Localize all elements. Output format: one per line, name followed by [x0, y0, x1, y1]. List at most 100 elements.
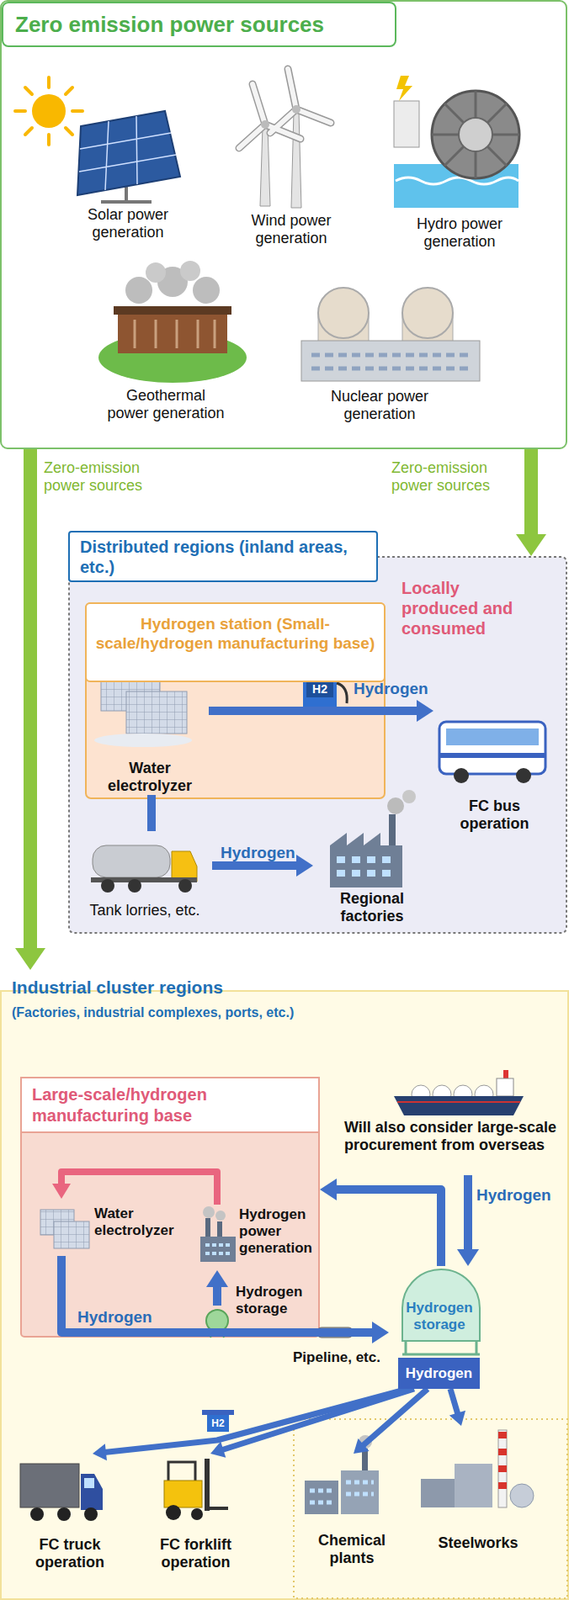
connector-line — [23, 449, 38, 951]
base-box: Large-scale/hydrogen manufacturing baseW… — [20, 1077, 320, 1339]
icon-text: H2 — [205, 1416, 231, 1432]
wind-turbine-icon-part — [291, 111, 302, 208]
connector-line — [524, 449, 538, 537]
node-text: (Factories, industrial complexes, ports,… — [11, 1004, 416, 1023]
arrow-head — [372, 1322, 389, 1345]
connector-line — [362, 1389, 428, 1447]
geothermal-plant-icon-part — [192, 276, 220, 304]
region-box: Distributed regions (inland areas, etc.)… — [68, 531, 568, 935]
wind-turbine-icon — [239, 69, 331, 208]
hydro-plant-icon-part — [396, 75, 413, 102]
consumer-area-outline-part — [293, 1419, 568, 1600]
icon-node: Water electrolyzer — [90, 658, 209, 796]
node-text: Water electrolyzer — [94, 1206, 196, 1240]
nuclear-plant-icon-part — [311, 355, 472, 369]
arrow-head — [515, 534, 547, 557]
region-background — [0, 991, 569, 1600]
factory-icon — [329, 790, 416, 889]
tank-lorry-icon-part — [92, 845, 171, 878]
truck-icon-part — [20, 1464, 80, 1509]
arrow-head — [15, 948, 46, 971]
region-background — [0, 0, 567, 449]
tank-lorry-icon — [90, 845, 197, 894]
forklift-icon-part — [165, 1505, 181, 1521]
consumer-area-outline — [293, 1419, 568, 1600]
icon-label: Geothermal power generation — [104, 387, 228, 423]
bus-icon-part — [515, 768, 532, 784]
hydro-plant-icon-part — [395, 177, 519, 185]
geothermal-plant-icon-part — [125, 276, 153, 304]
forklift-icon-part — [164, 1481, 203, 1509]
hydrogen-power-plant-icon-part — [215, 1211, 226, 1222]
connector — [210, 1389, 415, 1459]
chemical-plant-icon-part — [309, 1483, 374, 1504]
factory-icon-part — [402, 790, 416, 804]
icon-label: Pipeline, etc. — [277, 1349, 396, 1367]
node-text: Water electrolyzer — [90, 760, 209, 796]
sun-icon — [15, 77, 83, 145]
forklift-icon-part — [204, 1459, 210, 1512]
electrolyzer-icon-part — [126, 691, 187, 734]
connector — [151, 795, 153, 832]
chemical-plant-icon-part — [304, 1481, 339, 1516]
connector-line — [463, 1175, 473, 1252]
hydrogen-power-plant-icon-part — [202, 1207, 215, 1219]
bus-icon-part — [453, 768, 469, 784]
node-text: Tank lorries, etc. — [77, 902, 213, 920]
geothermal-plant-icon-part — [117, 313, 228, 354]
tank-lorry-icon-part — [178, 879, 192, 894]
forklift-icon — [164, 1459, 229, 1521]
factory-icon-part — [387, 797, 405, 815]
node-text: Large-scale/hydrogen manufacturing base — [20, 1077, 320, 1134]
icon-node: FC forklift operation — [143, 1454, 249, 1573]
hydrogen-power-plant-icon-part — [205, 1245, 231, 1255]
region-background — [85, 603, 385, 799]
connector-line — [450, 1389, 458, 1416]
lng-ship-icon-part — [397, 1101, 521, 1104]
connector-line — [61, 1256, 374, 1334]
nuclear-plant-icon-part — [402, 287, 453, 339]
connector-line — [212, 1286, 222, 1307]
icon-node: Water electrolyzer — [33, 1199, 198, 1257]
node-text: Steelworks — [410, 1535, 546, 1553]
steelworks-icon-part — [498, 1430, 507, 1509]
geothermal-plant-icon-part — [134, 319, 215, 349]
truck-icon-part — [30, 1508, 44, 1522]
connector — [208, 700, 434, 723]
electrolyzer-icon — [40, 1210, 90, 1250]
lng-ship-icon-part — [503, 1070, 509, 1080]
geothermal-plant-icon-part — [180, 260, 201, 282]
node-text: Distributed regions (inland areas, etc.) — [68, 531, 378, 583]
node-text: FC truck operation — [15, 1536, 125, 1573]
node-text: FC bus operation — [433, 797, 556, 834]
arrow-head — [319, 1179, 337, 1202]
forklift-icon-part — [209, 1507, 229, 1511]
geothermal-plant-icon-part — [113, 306, 232, 315]
node-text: Locally produced and consumed — [401, 578, 528, 639]
hydrogen-pump-icon-part — [336, 683, 347, 704]
arrow-head — [52, 1184, 71, 1200]
tank-lorry-icon-part — [101, 879, 115, 894]
hydro-plant-icon-part — [393, 101, 420, 148]
node-text: Hydrogen — [398, 1358, 480, 1390]
connector — [206, 1270, 229, 1307]
node-text: FC forklift operation — [143, 1536, 249, 1573]
icon-node: FC truck operation — [15, 1454, 125, 1573]
arrow-head — [210, 1442, 226, 1459]
edge-label: Hydrogen — [353, 680, 434, 699]
arrow-head — [206, 1270, 229, 1288]
nuclear-plant-icon — [301, 287, 480, 382]
electrolyzer-icon — [94, 673, 192, 748]
edge-label: Hydrogen — [476, 1186, 561, 1206]
arrow-head — [449, 1411, 466, 1427]
connector — [319, 1179, 442, 1267]
wind-turbine-icon-part — [292, 105, 301, 114]
connector — [61, 1256, 389, 1345]
node-text: Hydrogen station (Small-scale/hydrogen m… — [85, 602, 386, 683]
electrolyzer-icon-part — [53, 1222, 90, 1250]
arrow-head — [353, 1439, 370, 1455]
node-text: Zero emission power sources — [1, 1, 397, 48]
icon-node: Steelworks — [410, 1426, 546, 1553]
connector-line — [335, 1190, 442, 1267]
